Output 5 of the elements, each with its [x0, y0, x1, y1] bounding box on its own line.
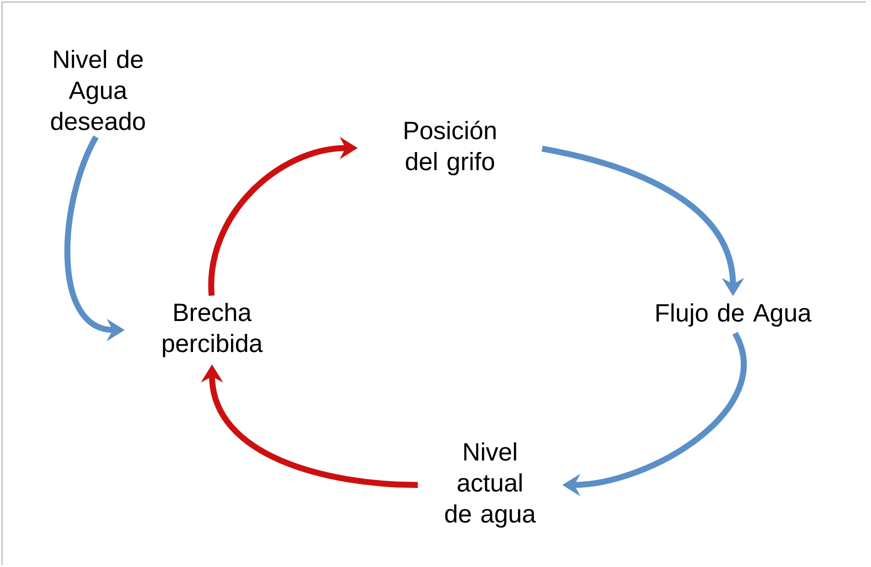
- node-label: Nivel de Agua deseado: [51, 50, 145, 130]
- node-label: Brecha percibida: [162, 302, 263, 358]
- node-label: Nivel actual de agua: [445, 442, 536, 528]
- node-label: Posición del grifo: [404, 120, 496, 176]
- node-label: Flujo de Agua: [656, 303, 812, 327]
